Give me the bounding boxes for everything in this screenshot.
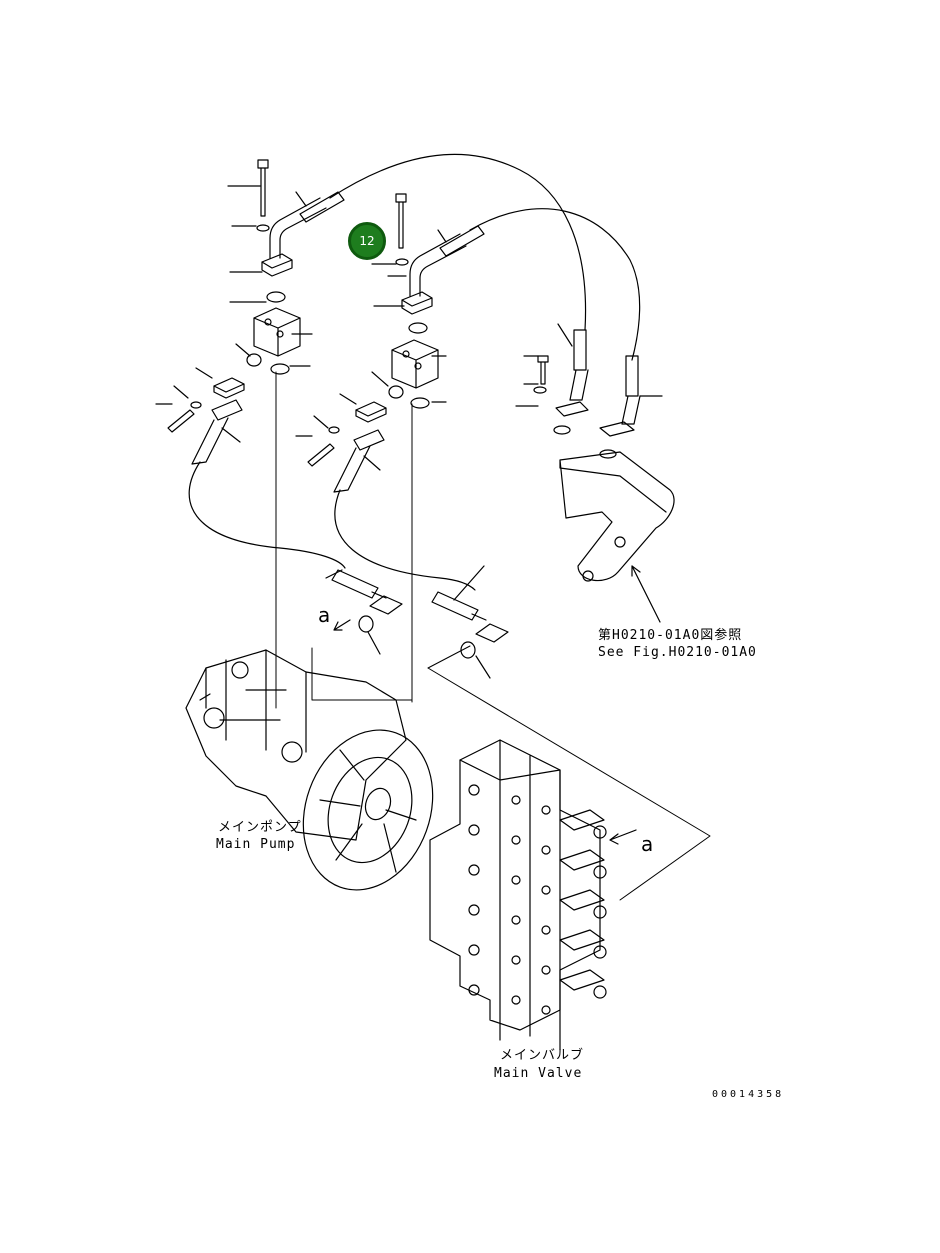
bracket-hole: [614, 536, 626, 548]
valve-spools: [468, 784, 607, 1015]
pump-shaft: [364, 787, 392, 821]
reference-arrow: [631, 565, 661, 623]
block-hole-3: [402, 350, 410, 358]
bolt-right: [537, 355, 549, 385]
flange-pump-1: [369, 595, 403, 615]
guide-lines: [275, 371, 711, 901]
main-pump: [185, 649, 434, 891]
oring-pump-1: [358, 615, 374, 633]
arrow-a1-shape: [333, 619, 351, 631]
flange-right-2: [599, 421, 635, 437]
flange-lower-left: [213, 377, 245, 399]
oring-left-3: [270, 363, 290, 375]
hose-line-center-lower: [334, 489, 476, 591]
leaders-right: [515, 323, 663, 407]
reference-text-en: See Fig.H0210-01A0: [598, 645, 757, 660]
leaders-left-upper: [227, 185, 313, 367]
valve-caption-jp: メインバルブ: [500, 1048, 585, 1063]
hose-line-second: [469, 208, 641, 361]
split-flange-center: [401, 291, 433, 315]
reference-text-jp: 第H0210-01A0図参照: [598, 628, 743, 643]
pump-caption-jp: メインポンプ: [218, 820, 302, 835]
bolt-lower-left: [167, 409, 195, 433]
pump-flywheel: [302, 729, 434, 891]
block-hole-2: [276, 330, 284, 338]
drawing-number: 00014358: [712, 1089, 785, 1100]
flange-pump-2: [475, 623, 509, 643]
arrow-a2-shape: [609, 829, 637, 845]
hose-sleeve-center: [439, 225, 485, 257]
oring-right-1: [553, 425, 571, 435]
hose-end-pump-1: [331, 569, 387, 599]
pump-port-2: [231, 661, 249, 679]
flange-lower-center: [355, 401, 387, 423]
pump-hose-ends: [325, 565, 509, 679]
guide-line-3: [311, 647, 413, 701]
hose-lower-center: [333, 429, 385, 493]
block-hole-4: [414, 362, 422, 370]
right-bracket-group: [515, 323, 675, 623]
washer-center: [395, 258, 409, 266]
adapter-block-center: [391, 339, 439, 389]
hose-elbow-center: [409, 233, 467, 297]
leaders-lower-left: [155, 367, 241, 443]
hose-lower-left: [191, 399, 243, 465]
guide-line-5: [427, 645, 471, 669]
oring-center-2: [388, 385, 404, 399]
pump-flywheel-ribs: [319, 749, 417, 873]
valve-caption-en: Main Valve: [494, 1066, 583, 1081]
washer-right: [533, 386, 547, 394]
oring-left-1: [266, 291, 286, 303]
left-upper-hose-group: [227, 153, 587, 375]
washer-left: [256, 224, 270, 232]
arrow-label-a-upper: a: [318, 603, 331, 627]
hose-end-right-1: [569, 329, 589, 401]
pump-caption-en: Main Pump: [216, 837, 296, 852]
leaders-center-upper: [371, 229, 447, 403]
pump-body: [185, 649, 407, 841]
guide-line-4: [427, 667, 711, 901]
leaders-pump-ends: [325, 565, 491, 679]
main-valve: [429, 739, 637, 1051]
block-hole-1: [264, 318, 272, 326]
valve-body: [429, 739, 601, 1031]
pump-port-3: [281, 741, 303, 763]
hose-elbow-left: [269, 197, 327, 259]
flange-right-1: [555, 401, 589, 417]
pump-port-1: [203, 707, 225, 729]
center-upper-hose-group: [371, 193, 641, 409]
valve-body-face: [459, 739, 561, 1051]
oring-right-2: [599, 449, 617, 459]
washer-lower-center: [328, 426, 340, 434]
oring-pump-2: [460, 641, 476, 659]
callout-badge-12[interactable]: 12: [348, 222, 386, 260]
bracket-hole-2: [582, 570, 594, 582]
left-lower-fittings: [155, 367, 346, 569]
hose-line-top: [329, 153, 587, 331]
oring-center-3: [410, 397, 430, 409]
oring-center-1: [408, 322, 428, 334]
pump-detail-1: [199, 649, 307, 753]
bracket: [559, 451, 675, 582]
bolt-left-top: [257, 159, 269, 217]
pump-flywheel-inner: [327, 756, 413, 864]
washer-lower-left: [190, 401, 202, 409]
hose-end-right-2: [621, 355, 641, 425]
bolt-center-top: [395, 193, 407, 249]
oring-left-2: [246, 353, 262, 367]
bolt-lower-center: [307, 443, 335, 467]
leaders-lower-center: [295, 393, 381, 471]
split-flange-left: [261, 253, 293, 277]
adapter-block-left: [253, 307, 301, 357]
arrow-label-a-right: a: [641, 832, 654, 856]
hose-sleeve-left: [299, 191, 345, 223]
center-lower-fittings: [295, 393, 476, 591]
hose-line-left-lower: [188, 461, 346, 569]
hose-end-pump-2: [431, 591, 487, 621]
